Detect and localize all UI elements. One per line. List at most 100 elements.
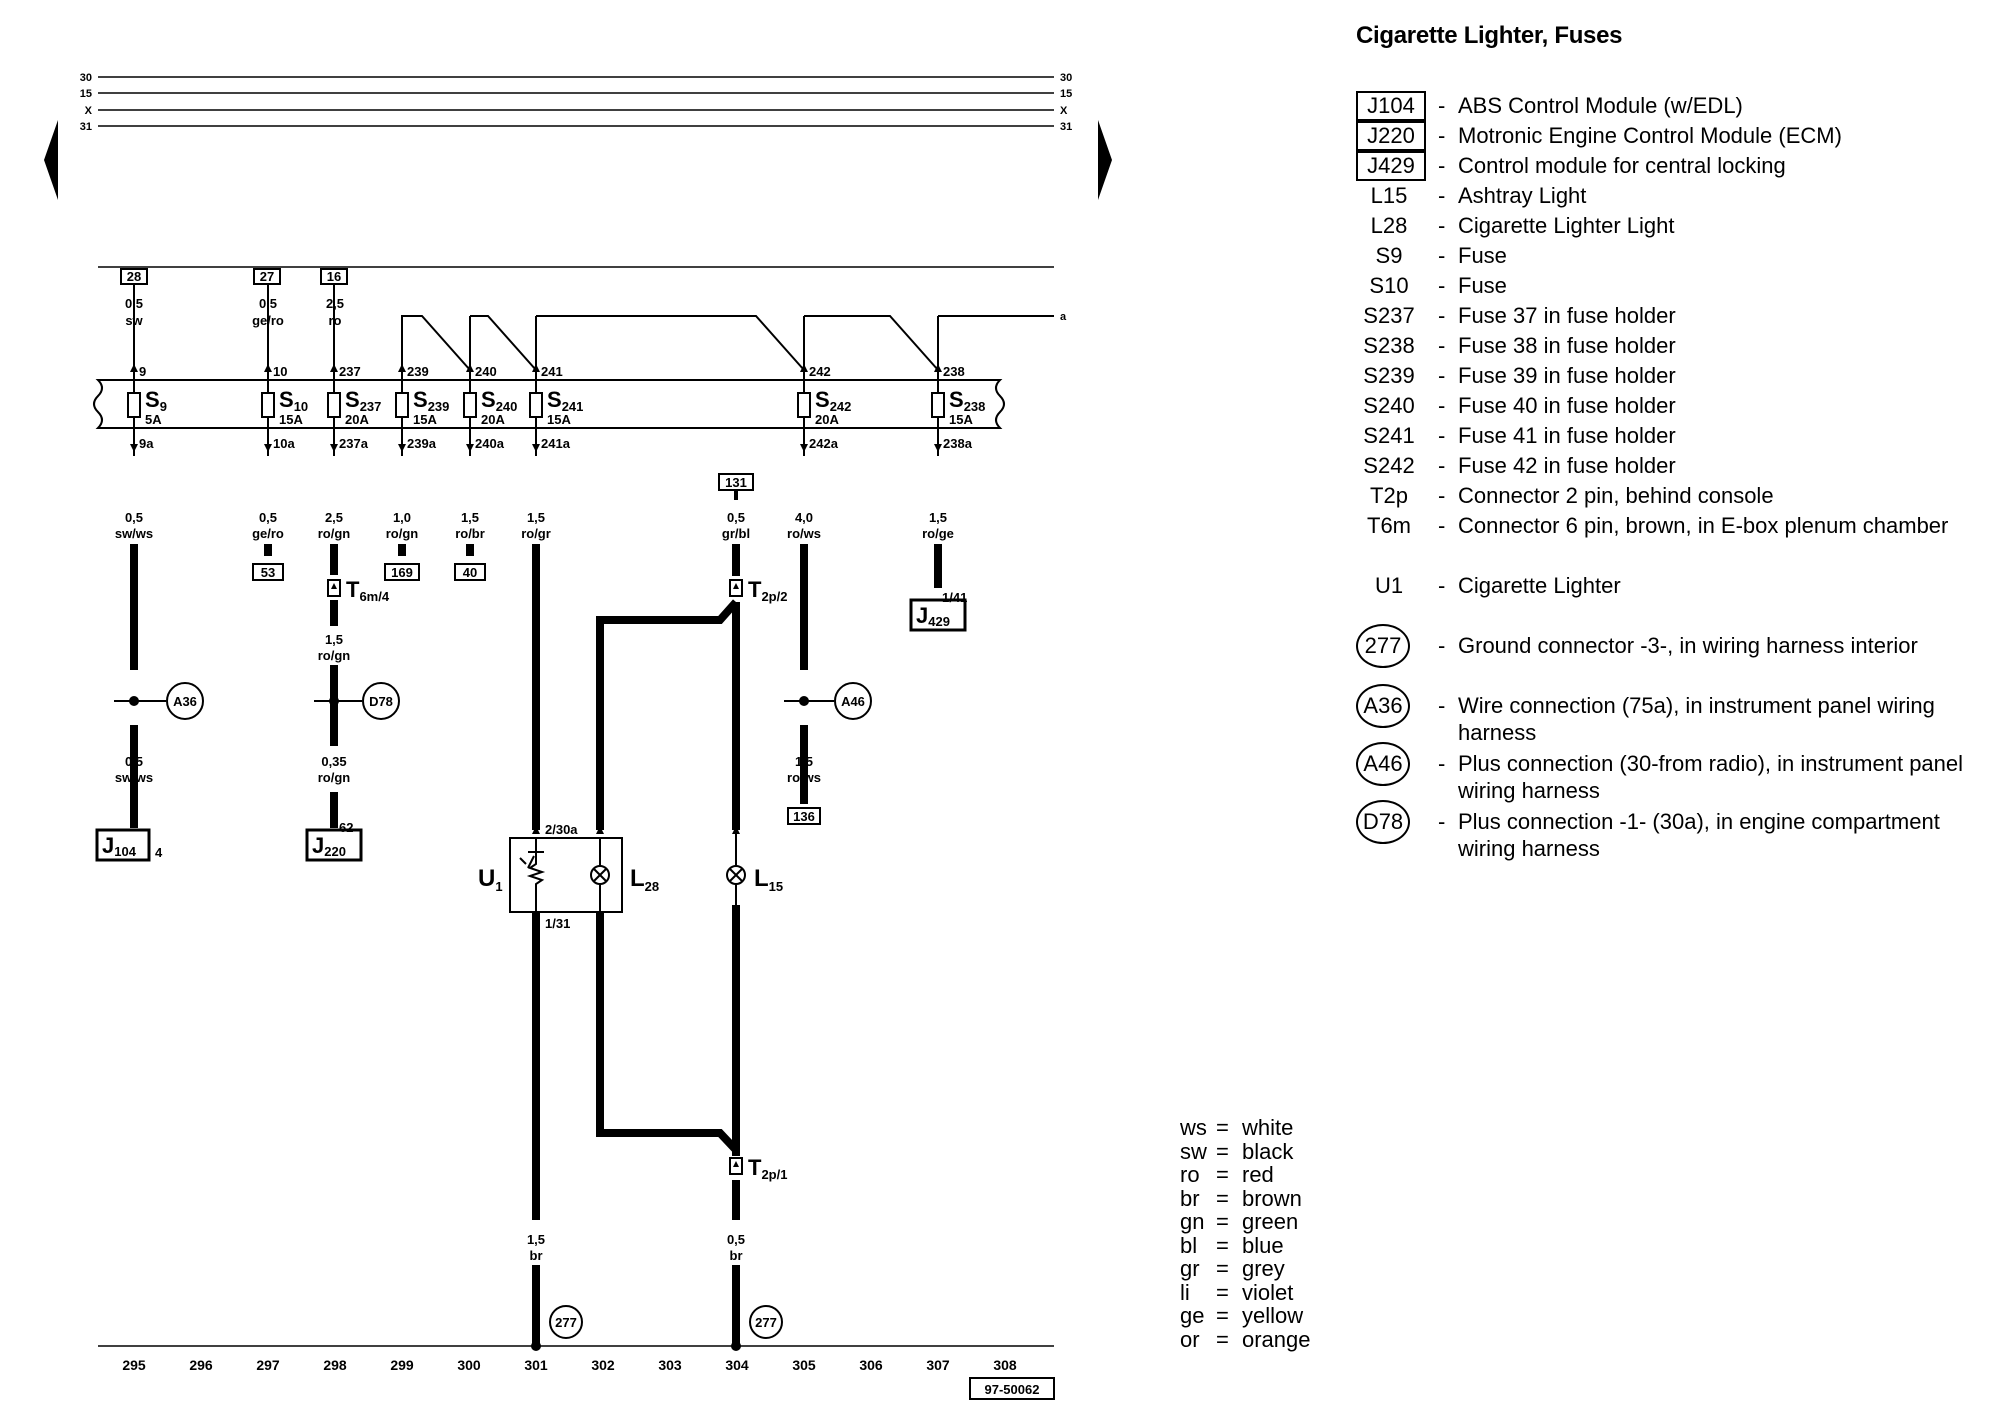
ref-16: 16 [327, 269, 341, 284]
sheet-number: 97-50062 [985, 1382, 1040, 1397]
wire-301b-color: br [530, 1248, 543, 1263]
fuse-s240-out-pin: 240a [475, 436, 505, 451]
wire-304b-size: 0,5 [727, 1232, 745, 1247]
distribution-wires [133, 284, 1054, 371]
splice-a46-label: A46 [841, 694, 865, 709]
fuse-s237-name: S237 [345, 387, 381, 414]
lighter-element-icon [519, 838, 546, 912]
legend-code: U1 [1374, 573, 1404, 598]
current-track: 295 296 297 298 299 300 301 302 303 304 … [122, 1357, 1017, 1373]
connector-t2p2[interactable]: T2p/2 [729, 577, 787, 604]
wire-295b-size: 0,5 [125, 754, 143, 769]
fuse-s242-in-pin: 242 [809, 364, 831, 379]
color-name: violet [1242, 1279, 1294, 1305]
ground-304[interactable]: 277 [731, 1305, 783, 1351]
color-name: grey [1242, 1256, 1285, 1281]
ref-169: 169 [391, 565, 413, 580]
legend-code: S240 [1363, 393, 1415, 418]
fuse-s10[interactable]: 10 S10 15A 10a [273, 364, 308, 451]
connector-t2p1-label: T2p/1 [748, 1155, 787, 1182]
fuse-s238-name: S238 [949, 387, 985, 414]
connector-t6m[interactable]: T6m/4 [327, 577, 390, 604]
legend-code: J220 [1356, 121, 1426, 151]
wire-300-size: 1,5 [461, 510, 479, 525]
component-l28[interactable]: L28 [590, 826, 659, 923]
fuse-s241-name: S241 [547, 387, 583, 414]
wire-304-color: gr/bl [722, 526, 750, 541]
legend-code: L28 [1370, 213, 1408, 238]
fuse-s241-in-pin: 241 [541, 364, 563, 379]
legend-code: D78 [1356, 800, 1410, 844]
splice-a36[interactable]: A36 [114, 682, 204, 720]
color-name: blue [1242, 1232, 1284, 1258]
wire-298-size: 2,5 [325, 510, 343, 525]
ref-40: 40 [463, 565, 477, 580]
color-code: gn [1180, 1209, 1205, 1234]
prev-page-arrow-icon[interactable] [44, 120, 58, 200]
wire-298c-color: ro/gn [318, 770, 351, 785]
fuse-s240[interactable]: 240 S240 20A 240a [475, 364, 517, 451]
module-j429[interactable]: J429 1/41 [909, 590, 967, 632]
fuse-s237[interactable]: 237 S237 20A 237a [339, 364, 381, 451]
sheet-number-box: 97-50062 [969, 1377, 1055, 1400]
legend-code: S237 [1363, 303, 1415, 328]
fuse-s239-out-pin: 239a [407, 436, 437, 451]
module-j104[interactable]: J104 4 [95, 828, 163, 862]
color-code: li [1180, 1279, 1190, 1305]
wire-295-color: sw/ws [115, 526, 153, 541]
wire-299-size: 1,0 [393, 510, 411, 525]
fuse-s240-amp: 20A [481, 412, 505, 427]
legend-desc: Fuse 41 in fuse holder [1458, 423, 1676, 448]
legend-desc: ABS Control Module (w/EDL) [1458, 93, 1743, 118]
wire-295b-color: sw/ws [115, 770, 153, 785]
track-301: 301 [524, 1357, 548, 1373]
splice-d78-label: D78 [369, 694, 393, 709]
legend-code: J104 [1356, 91, 1426, 121]
legend-desc: Plus connection -1- (30a), in engine com… [1458, 809, 1940, 861]
component-l15[interactable]: L15 [726, 826, 783, 923]
connector-t2p1[interactable]: T2p/1 [729, 1155, 787, 1182]
fuse-s10-out-pin: 10a [273, 436, 295, 451]
fuse-s239-name: S239 [413, 387, 449, 414]
fuse-s238-in-pin: 238 [943, 364, 965, 379]
fuse-s242-name: S242 [815, 387, 851, 414]
color-code: ge [1180, 1303, 1205, 1328]
wire-298b-size: 1,5 [325, 632, 343, 647]
fuse-s241[interactable]: 241 S241 15A 241a [541, 364, 583, 451]
fuse-s9-out-pin: 9a [139, 436, 154, 451]
legend-desc: Wire connection (75a), in instrument pan… [1458, 693, 1935, 745]
legend-desc: Cigarette Lighter Light [1458, 213, 1675, 238]
color-name: black [1242, 1138, 1294, 1164]
fuse-bodies [127, 392, 945, 418]
next-page-arrow-icon[interactable] [1098, 120, 1112, 200]
splice-d78[interactable]: D78 [314, 682, 400, 720]
ground-301-label: 277 [555, 1315, 577, 1330]
track-302: 302 [591, 1357, 615, 1373]
fuse-s242[interactable]: 242 S242 20A 242a [809, 364, 851, 451]
component-u1[interactable]: 2/30a 1/31 U1 [478, 822, 623, 931]
legend-desc: Connector 6 pin, brown, in E-box plenum … [1458, 513, 1949, 538]
rail-label-30-left: 30 [80, 72, 92, 84]
component-l15-label: L15 [754, 865, 783, 894]
wire-305-size: 4,0 [795, 510, 813, 525]
legend-desc: Connector 2 pin, behind console [1458, 483, 1774, 508]
splice-a46[interactable]: A46 [784, 682, 872, 720]
fuse-s239[interactable]: 239 S239 15A 239a [407, 364, 449, 451]
fuse-s240-name: S240 [481, 387, 517, 414]
track-299: 299 [390, 1357, 414, 1373]
legend-code: 277 [1356, 624, 1410, 668]
legend-desc: Ground connector -3-, in wiring harness … [1458, 633, 1918, 658]
fuse-s9[interactable]: 9 S9 5A 9a [139, 364, 167, 451]
continuation-label: a [1060, 311, 1067, 323]
legend-desc: Fuse [1458, 243, 1507, 268]
fuse-s238[interactable]: 238 S238 15A 238a [943, 364, 985, 451]
legend-code: S9 [1375, 243, 1403, 268]
source-refs: 28 27 16 [120, 268, 348, 285]
module-j220[interactable]: J220 62 [305, 820, 363, 862]
fuse-s241-amp: 15A [547, 412, 571, 427]
color-code: sw [1180, 1138, 1207, 1164]
module-j104-pin: 4 [155, 845, 163, 860]
ground-301[interactable]: 277 [531, 1305, 583, 1351]
ref-28: 28 [127, 269, 141, 284]
fuse-s10-name: S10 [279, 387, 308, 414]
